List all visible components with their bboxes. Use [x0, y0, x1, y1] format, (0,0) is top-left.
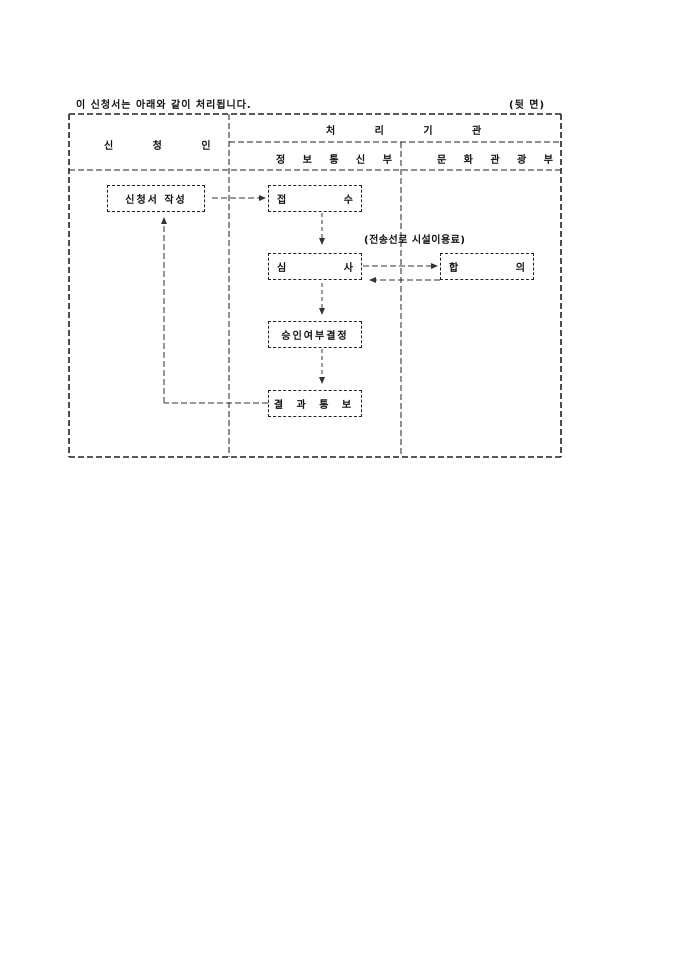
consult-note: (전송선로 시설이용료): [364, 235, 466, 246]
receive-box: 접 수: [268, 185, 362, 212]
review-box: 심 사: [268, 253, 362, 280]
approval-decision-label: 승인여부결정: [281, 331, 349, 342]
notify-result-label: 결 과 통 보: [273, 400, 357, 411]
processing-note: 이 신청서는 아래와 같이 처리됩니다.: [76, 100, 252, 111]
receive-label-right: 수: [343, 195, 353, 206]
receive-label-left: 접: [277, 195, 287, 206]
consult-box: 합 의: [440, 253, 534, 280]
applicant-column-header: 신 청 인: [104, 141, 229, 152]
processing-agency-header: 처 리 기 관: [326, 126, 500, 137]
consult-label-left: 합: [449, 263, 459, 274]
review-label-left: 심: [277, 263, 287, 274]
review-label-right: 사: [343, 263, 353, 274]
notify-result-box: 결 과 통 보: [268, 390, 362, 417]
consult-label-right: 의: [515, 263, 525, 274]
ministry-culture-tourism-header: 문 화 관 광 부: [437, 155, 560, 166]
write-application-box: 신청서 작성: [107, 185, 205, 212]
page-side-label: (뒷 면): [509, 100, 546, 111]
write-application-label: 신청서 작성: [125, 195, 187, 206]
approval-decision-box: 승인여부결정: [268, 321, 362, 348]
ministry-info-comm-header: 정 보 통 신 부: [276, 155, 399, 166]
